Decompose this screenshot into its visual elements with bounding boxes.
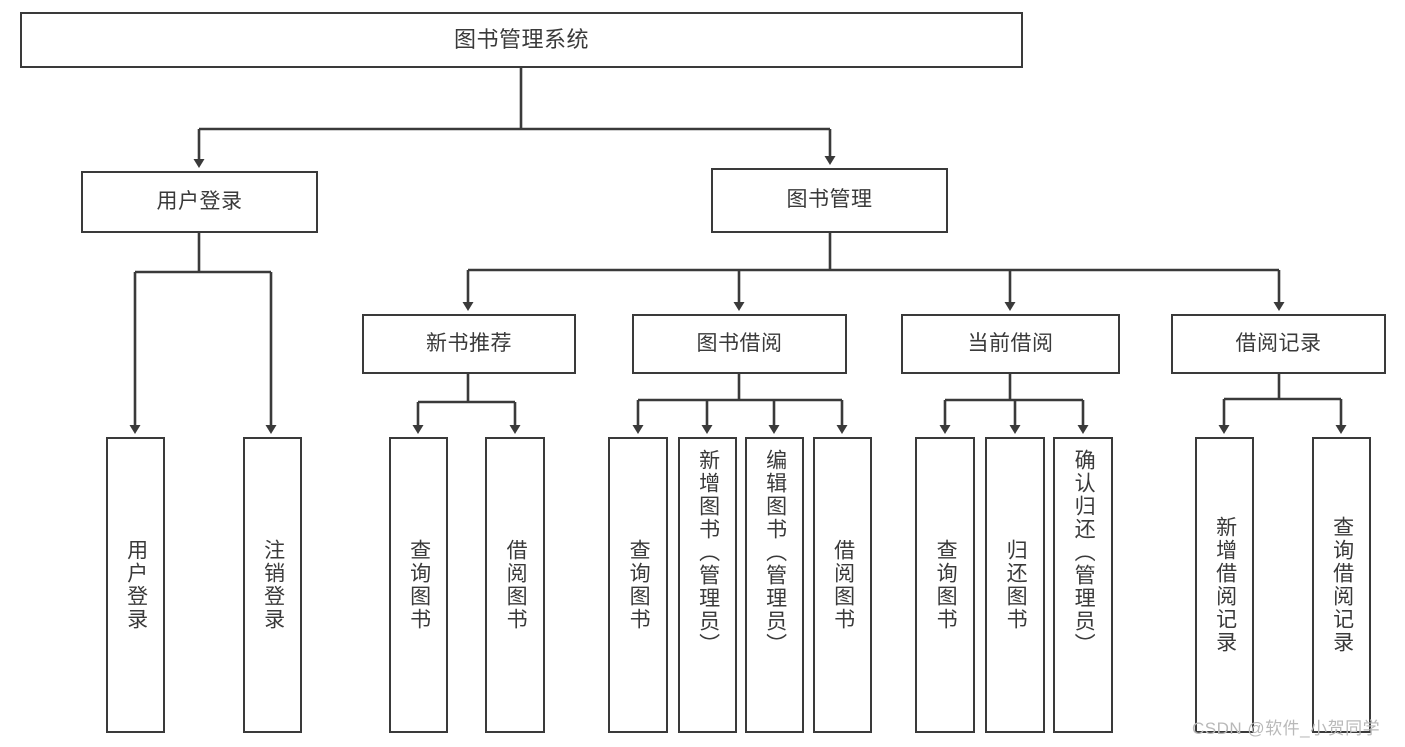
leaf-user-login-login[interactable]: 用户登录 <box>106 437 165 733</box>
node-borrow-record[interactable]: 借阅记录 <box>1171 314 1386 374</box>
node-label: 查询图书 <box>627 539 651 631</box>
leaf-book-borrow-add[interactable]: 新增图书（管理员） <box>678 437 737 733</box>
node-book-borrow[interactable]: 图书借阅 <box>632 314 847 374</box>
node-label: 图书管理 <box>786 188 873 212</box>
node-label: 查询图书 <box>934 539 958 631</box>
node-book-management[interactable]: 图书管理 <box>711 168 948 233</box>
node-label: 图书借阅 <box>696 331 783 355</box>
node-label: 新书推荐 <box>426 331 512 355</box>
node-label: 确认归还（管理员） <box>1072 449 1096 656</box>
leaf-borrow-record-query[interactable]: 查询借阅记录 <box>1312 437 1371 733</box>
node-label: 借阅记录 <box>1235 331 1322 355</box>
node-label: 用户登录 <box>156 189 243 213</box>
node-current-borrow[interactable]: 当前借阅 <box>901 314 1120 374</box>
node-label: 新增借阅记录 <box>1213 516 1237 654</box>
leaf-current-borrow-confirm-return[interactable]: 确认归还（管理员） <box>1053 437 1113 733</box>
leaf-borrow-record-add[interactable]: 新增借阅记录 <box>1195 437 1254 733</box>
leaf-book-borrow-edit[interactable]: 编辑图书（管理员） <box>745 437 804 733</box>
node-label: 新增图书（管理员） <box>696 449 720 656</box>
node-user-login[interactable]: 用户登录 <box>81 171 318 233</box>
node-label: 归还图书 <box>1004 539 1028 631</box>
node-label: 借阅图书 <box>504 539 528 631</box>
node-label: 编辑图书（管理员） <box>763 449 787 656</box>
node-label: 用户登录 <box>124 539 148 631</box>
leaf-current-borrow-query[interactable]: 查询图书 <box>915 437 975 733</box>
leaf-user-login-logout[interactable]: 注销登录 <box>243 437 302 733</box>
node-label: 当前借阅 <box>967 331 1054 355</box>
node-label: 注销登录 <box>261 539 285 631</box>
node-label: 图书管理系统 <box>453 27 589 53</box>
leaf-book-borrow-query[interactable]: 查询图书 <box>608 437 668 733</box>
leaf-new-book-query[interactable]: 查询图书 <box>389 437 448 733</box>
node-root-system[interactable]: 图书管理系统 <box>20 12 1023 68</box>
node-label: 查询图书 <box>407 539 431 631</box>
leaf-book-borrow-lend[interactable]: 借阅图书 <box>813 437 872 733</box>
node-new-book-recommend[interactable]: 新书推荐 <box>362 314 576 374</box>
leaf-new-book-borrow[interactable]: 借阅图书 <box>485 437 545 733</box>
leaf-current-borrow-return[interactable]: 归还图书 <box>985 437 1045 733</box>
node-label: 查询借阅记录 <box>1330 516 1354 654</box>
node-label: 借阅图书 <box>831 539 855 631</box>
